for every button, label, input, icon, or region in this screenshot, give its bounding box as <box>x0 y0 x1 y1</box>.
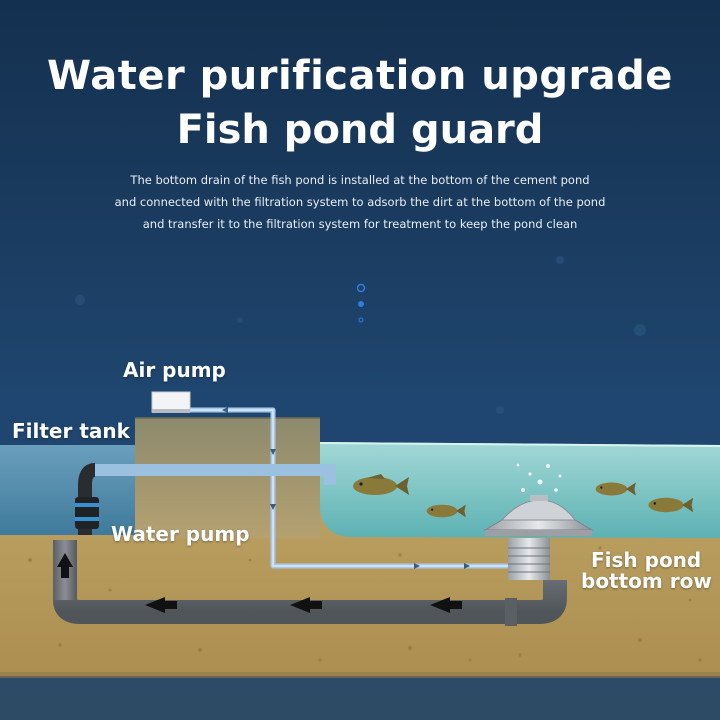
water-pump <box>75 497 99 529</box>
description-line-3: and transfer it to the filtration system… <box>142 217 578 231</box>
water-pump-label: Water pump <box>111 522 250 546</box>
bottom-drain-label-line1: Fish pond <box>591 548 702 572</box>
bottom-drain-icon <box>483 495 594 580</box>
left-pond-water <box>0 445 135 535</box>
background-bubbles <box>75 256 646 414</box>
pond-water <box>320 442 720 540</box>
return-pipe <box>95 464 336 485</box>
air-pump-icon <box>151 391 191 413</box>
description-line-2: and connected with the filtration system… <box>114 195 606 209</box>
description-line-1: The bottom drain of the fish pond is ins… <box>130 173 590 187</box>
fish-icon <box>353 474 694 518</box>
bubble-icon <box>356 283 366 323</box>
page-title: Water purification upgrade <box>47 53 673 99</box>
filter-tank-label: Filter tank <box>12 419 130 443</box>
air-pump-label: Air pump <box>123 358 226 382</box>
bottom-drain-label-line2: bottom row <box>581 569 712 593</box>
page-subtitle: Fish pond guard <box>176 107 544 153</box>
flow-arrow-icon <box>57 553 462 613</box>
filter-tank <box>135 418 320 538</box>
